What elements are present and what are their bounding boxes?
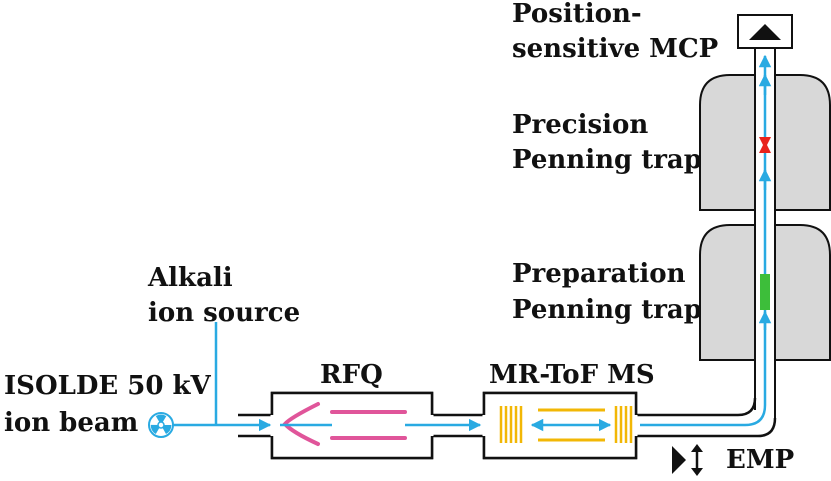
mcp-label-line1: Position- <box>512 0 642 29</box>
play-updown-arrow-icon <box>672 444 703 476</box>
mrtof-label: MR-ToF MS <box>489 360 655 390</box>
isolde-beam-label-line1: ISOLDE 50 kV <box>4 371 211 401</box>
emp-label: EMP <box>726 445 795 475</box>
preparation-trap-marker <box>760 274 770 310</box>
alkali-source-label-line1: Alkali <box>148 263 233 293</box>
radiation-icon <box>148 412 174 438</box>
precision-trap-marker <box>759 137 771 153</box>
mcp-detector-box <box>737 14 793 49</box>
mcp-label-line2: sensitive MCP <box>512 34 719 64</box>
precision-trap-label-line2: Penning trap <box>512 145 702 175</box>
preparation-trap-label-line1: Preparation <box>512 259 686 289</box>
mrtof-mirror-left <box>499 406 523 443</box>
isolde-beam-label-line2: ion beam <box>4 408 139 438</box>
preparation-trap-label-line2: Penning trap <box>512 295 702 325</box>
ion-beam-path <box>173 54 772 432</box>
triangle-detector-icon <box>749 24 781 40</box>
mrtof-mirror-right <box>614 406 633 443</box>
alkali-source-label-line2: ion source <box>148 298 301 328</box>
mrtof-drift-tubes <box>538 408 605 442</box>
precision-trap-label-line1: Precision <box>512 110 649 140</box>
rfq-label: RFQ <box>320 360 383 390</box>
